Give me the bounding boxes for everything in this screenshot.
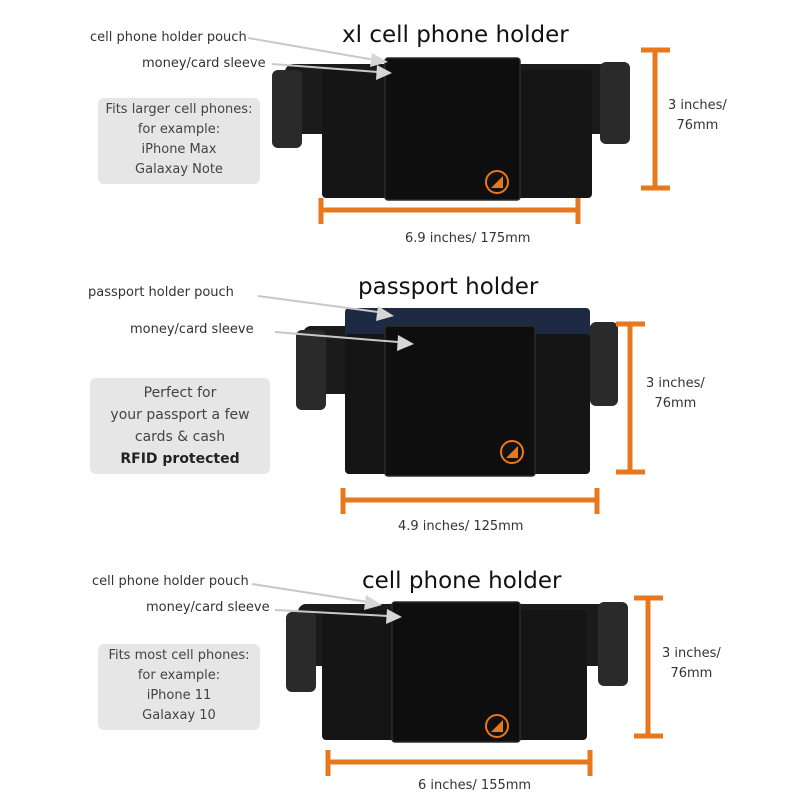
- width-dimension: [318, 198, 581, 224]
- info-box: Fits larger cell phones: for example: iP…: [98, 98, 260, 184]
- sleeve-callout: money/card sleeve: [142, 56, 266, 71]
- left-buckle: [272, 70, 302, 148]
- info-line: cards & cash: [134, 429, 226, 445]
- height-dimension: [616, 321, 645, 475]
- section-title: cell phone holder: [362, 568, 562, 594]
- info-line: Perfect for: [143, 385, 217, 401]
- info-line: Galaxay 10: [142, 708, 216, 723]
- section-title: passport holder: [358, 274, 539, 300]
- height-label: 3 inches/ 76mm: [668, 96, 727, 136]
- sleeve-callout: money/card sleeve: [146, 600, 270, 615]
- height-dimension: [641, 47, 670, 191]
- height-label: 3 inches/ 76mm: [646, 374, 705, 414]
- right-buckle: [590, 322, 618, 406]
- section-title: xl cell phone holder: [342, 22, 569, 48]
- passport-holder-section: passport holder passport holder pouch mo…: [0, 266, 800, 534]
- width-dimension: [340, 488, 600, 514]
- height-label-line: 76mm: [670, 666, 713, 681]
- info-line: Fits larger cell phones:: [105, 102, 253, 117]
- xl-holder-illustration: [247, 37, 670, 224]
- info-line: Galaxay Note: [135, 162, 223, 177]
- info-line-rfid: RFID protected: [120, 451, 240, 467]
- width-dimension: [325, 750, 593, 776]
- xl-phone-holder-section: xl cell phone holder cell phone holder p…: [0, 0, 800, 266]
- info-line: Fits most cell phones:: [108, 648, 250, 663]
- sleeve-arrow: [271, 63, 379, 73]
- info-line: for example:: [137, 668, 221, 683]
- width-label: 4.9 inches/ 125mm: [398, 519, 524, 534]
- info-box: Fits most cell phones: for example: iPho…: [98, 644, 260, 730]
- pouch-arrow: [247, 37, 376, 61]
- right-buckle: [600, 62, 630, 144]
- height-label-line: 76mm: [654, 396, 697, 411]
- height-label-line: 76mm: [676, 118, 719, 133]
- info-line: your passport a few: [110, 407, 250, 423]
- card-sleeve: [384, 57, 521, 201]
- phone-holder-section: cell phone holder cell phone holder pouc…: [0, 532, 800, 798]
- pouch-callout: cell phone holder pouch: [90, 30, 247, 45]
- height-dimension: [634, 595, 663, 739]
- height-label-line: 3 inches/: [662, 646, 721, 661]
- left-buckle: [286, 612, 316, 692]
- pouch-arrow: [251, 583, 369, 603]
- info-line: iPhone 11: [146, 688, 212, 703]
- pouch-arrow: [257, 295, 379, 313]
- width-label: 6 inches/ 155mm: [418, 778, 532, 793]
- pouch-callout: passport holder pouch: [88, 285, 234, 300]
- passport-holder-illustration: [257, 295, 645, 514]
- right-buckle: [598, 602, 628, 686]
- width-label: 6.9 inches/ 175mm: [405, 231, 531, 246]
- sleeve-arrow: [274, 609, 389, 617]
- height-label: 3 inches/ 76mm: [662, 644, 721, 684]
- left-buckle: [296, 330, 326, 410]
- card-sleeve: [384, 325, 536, 477]
- height-label-line: 3 inches/: [646, 376, 705, 391]
- info-box: Perfect for your passport a few cards & …: [90, 378, 270, 474]
- height-label-line: 3 inches/: [668, 98, 727, 113]
- phone-holder-illustration: [251, 583, 663, 776]
- pouch-callout: cell phone holder pouch: [92, 574, 249, 589]
- card-sleeve: [391, 601, 521, 743]
- sleeve-callout: money/card sleeve: [130, 322, 254, 337]
- sleeve-arrow: [274, 331, 399, 343]
- info-line: for example:: [137, 122, 221, 137]
- info-line: iPhone Max: [141, 142, 217, 157]
